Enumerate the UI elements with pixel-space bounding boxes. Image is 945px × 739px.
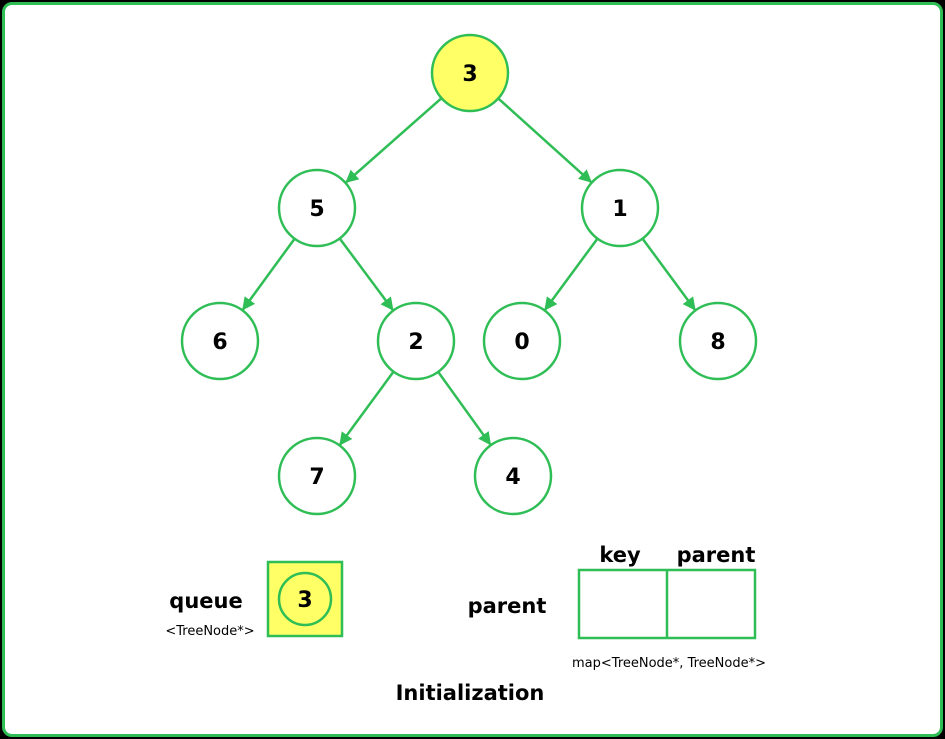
queue-type-label: <TreeNode*> — [165, 624, 254, 639]
tree-edge — [339, 370, 395, 446]
tree-node-1-circle — [580, 168, 660, 248]
tree-node-1-label: 1 — [612, 197, 627, 222]
tree-edge — [641, 237, 696, 311]
tree-node-7: 7 — [277, 436, 357, 516]
queue-label: queue — [169, 589, 242, 613]
tree-node-3: 3 — [430, 33, 510, 113]
tree-edge — [345, 97, 443, 184]
tree-node-4-circle — [473, 436, 553, 516]
tree-edge — [338, 237, 394, 311]
tree-node-0-label: 0 — [514, 330, 529, 355]
tree-node-7-label: 7 — [309, 465, 324, 490]
tree-node-5: 5 — [277, 168, 357, 248]
tree-node-0: 0 — [482, 301, 562, 381]
queue-item-circle — [277, 571, 333, 627]
tree-node-2-circle — [376, 301, 456, 381]
tree-edge — [241, 237, 296, 311]
tree-node-4: 4 — [473, 436, 553, 516]
parent-map-key-header: key — [599, 543, 641, 567]
parent-map-parent-header: parent — [677, 543, 756, 567]
tree-node-6-circle — [180, 301, 260, 381]
tree-node-8-circle — [678, 301, 758, 381]
tree-node-5-label: 5 — [309, 197, 324, 222]
tree-node-4-label: 4 — [505, 465, 520, 490]
queue-item-label: 3 — [297, 588, 312, 613]
tree-node-1: 1 — [580, 168, 660, 248]
diagram-caption: Initialization — [396, 681, 545, 705]
tree-node-5-circle — [277, 168, 357, 248]
tree-node-2-label: 2 — [408, 330, 423, 355]
tree-node-8: 8 — [678, 301, 758, 381]
tree-edges — [241, 97, 696, 446]
tree-edge — [437, 371, 492, 446]
tree-edge — [544, 237, 599, 311]
tree-node-3-circle — [430, 33, 510, 113]
tree-node-3-label: 3 — [462, 62, 477, 87]
tree-edge — [497, 97, 592, 183]
parent-map-label: parent — [468, 594, 547, 618]
parent-map-type-label: map<TreeNode*, TreeNode*> — [572, 656, 766, 671]
tree-node-6: 6 — [180, 301, 260, 381]
tree-node-7-circle — [277, 436, 357, 516]
tree-node-8-label: 8 — [710, 330, 725, 355]
tree-node-0-circle — [482, 301, 562, 381]
queue-item: 3 — [277, 571, 333, 627]
tree-node-6-label: 6 — [212, 330, 227, 355]
tree-node-2: 2 — [376, 301, 456, 381]
